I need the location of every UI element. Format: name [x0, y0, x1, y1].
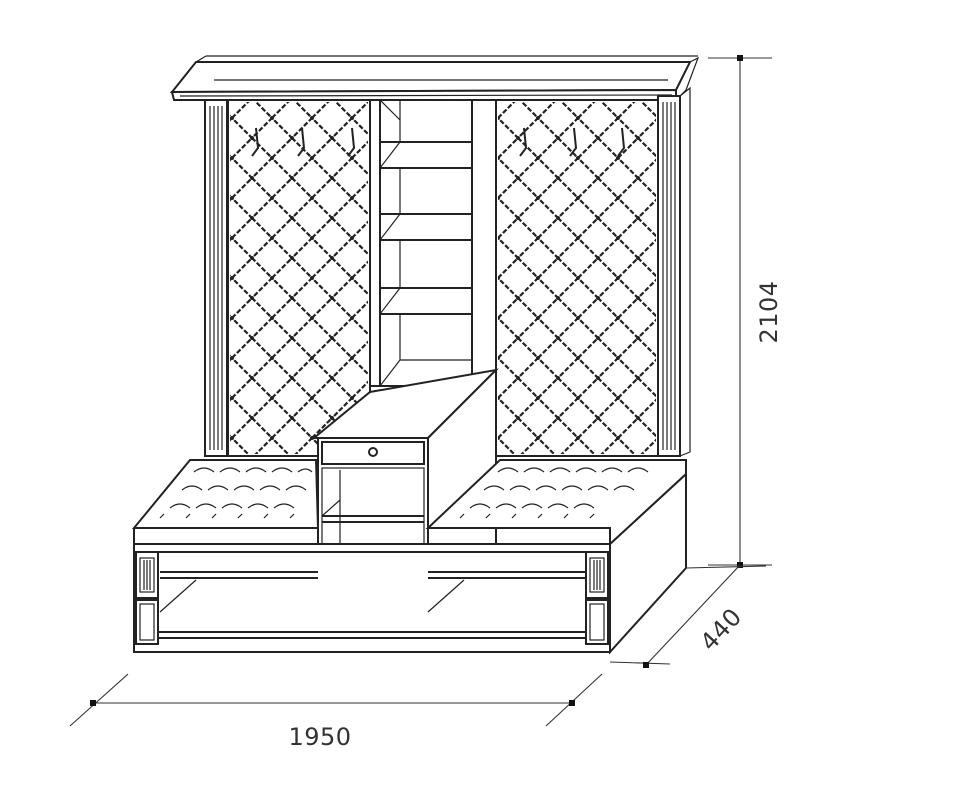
- top-cornice: [169, 55, 700, 101]
- width-dimension-line: [69, 673, 603, 727]
- depth-label: 440: [695, 603, 748, 657]
- right-quilted-panel: [495, 99, 659, 457]
- bench-base: [133, 471, 687, 655]
- right-pilaster: [657, 86, 691, 457]
- central-shelf-tower: [369, 99, 497, 387]
- left-pilaster: [204, 99, 228, 457]
- width-label: 1950: [288, 723, 351, 751]
- height-label: 2104: [755, 280, 783, 343]
- coat-hooks-left: [251, 127, 356, 157]
- depth-dimension-line: [609, 564, 767, 668]
- drawer-knob: [368, 447, 378, 457]
- coat-hooks-right: [519, 127, 626, 157]
- left-quilted-panel: [227, 99, 371, 457]
- right-seat-cushion: [425, 459, 687, 547]
- left-seat-cushion: [131, 459, 320, 529]
